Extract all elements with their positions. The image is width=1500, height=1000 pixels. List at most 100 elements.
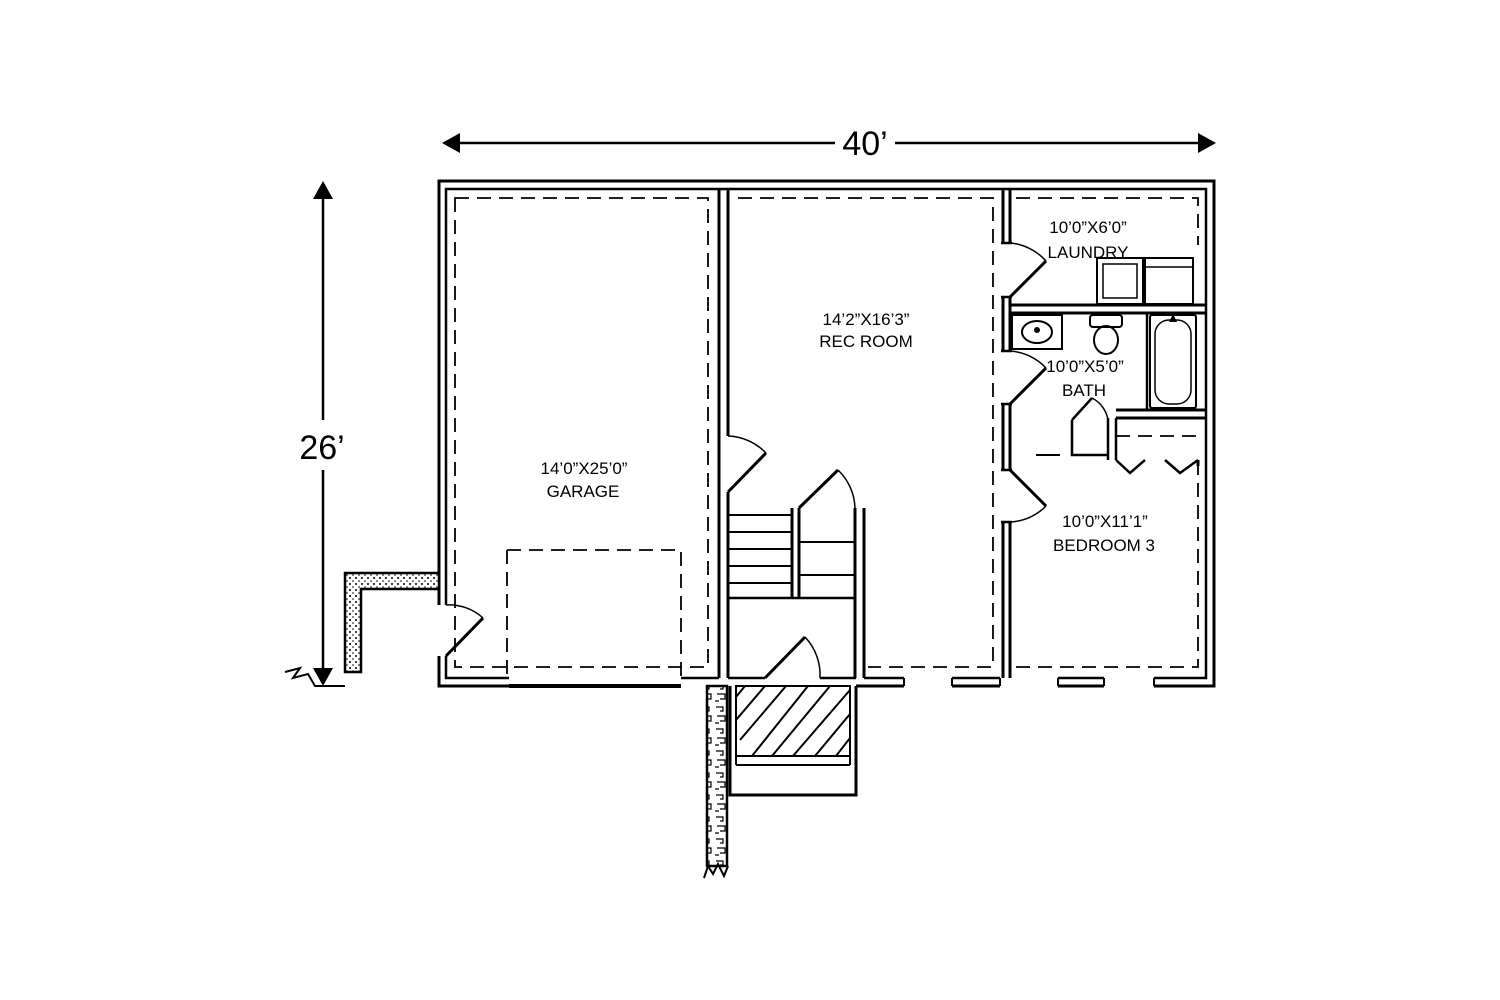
door-leaf: [1008, 366, 1048, 406]
hatch-line: [792, 689, 851, 757]
door-swing-arc: [1009, 350, 1047, 369]
bath-bedroom-wall: [1116, 408, 1206, 420]
door-leaf: [1008, 259, 1048, 299]
door-leaf: [444, 616, 485, 658]
stone-retaining-wall: [703, 684, 729, 879]
arrow-left-icon: [442, 133, 460, 153]
hatch-line: [814, 713, 851, 757]
bath-size-label: 10’0”X5’0”: [1046, 357, 1124, 376]
stair-landing-outer: [728, 686, 858, 797]
door-swing-arc: [445, 604, 484, 619]
stone-wall: [705, 684, 729, 868]
laundry-door: [1008, 242, 1048, 299]
stair-center-wall: [790, 508, 801, 598]
garage-dashed-outline: [454, 197, 709, 668]
garage-rec-door: [718, 435, 768, 494]
arrow-right-icon: [1198, 133, 1216, 153]
door-leaf: [797, 468, 840, 510]
door-leaf: [1008, 468, 1048, 508]
door-jamb-caps: [1001, 241, 1012, 524]
garage-side-door: [444, 604, 485, 658]
door-leaf: [763, 635, 807, 680]
tub-icon: [1149, 314, 1197, 409]
door-swing-arc: [837, 469, 856, 509]
bath-west-wall: [1001, 297, 1012, 351]
faucet-icon: [1034, 327, 1040, 333]
closet-bifold-doors: [1115, 458, 1199, 475]
door-swing-arc: [804, 636, 821, 679]
vanity-icon: [1011, 314, 1063, 350]
stair-treads: [728, 514, 855, 584]
bathtub: [1149, 314, 1197, 409]
porch-hatch: [735, 685, 851, 757]
rec-room-name-label: REC ROOM: [819, 332, 913, 351]
washer-icon: [1096, 257, 1144, 305]
depth-dimension: 26’: [299, 181, 345, 686]
exterior-walls: [437, 179, 1216, 797]
room-labels: 14’0”X25’0” GARAGE 14’2”X16’3” REC ROOM …: [541, 218, 1155, 555]
concrete-walk: [343, 571, 441, 674]
doors: [444, 242, 1199, 680]
car-outline: [506, 549, 682, 676]
bifold-door-right: [1164, 458, 1199, 475]
stair-door: [797, 468, 856, 510]
walkway: [284, 571, 441, 687]
arrow-up-icon: [313, 181, 333, 199]
tub-drain-icon: [1169, 314, 1177, 322]
garage-size-label: 14’0”X25’0”: [541, 459, 628, 478]
laundry-dashed-outline: [1016, 197, 1199, 245]
hatch-line: [835, 737, 851, 757]
bedroom-dashed-outline: [1016, 465, 1199, 668]
dryer-icon: [1144, 257, 1194, 305]
hatch-line: [739, 685, 787, 741]
fixtures: [1011, 257, 1197, 409]
rec-room-dashed-outline: [738, 197, 994, 668]
exterior-wall-outer: [437, 179, 1216, 688]
laundry-west-wall-top: [1001, 189, 1012, 243]
door-swing-arc: [727, 435, 767, 454]
window-jambs: [903, 678, 1155, 686]
hatch-line: [771, 685, 831, 757]
hall-west-wall: [1001, 404, 1012, 470]
door-leaf: [726, 451, 768, 494]
door-swing-arc: [1091, 397, 1109, 421]
hall-closet-walls: [1070, 418, 1118, 460]
entry-door: [763, 635, 821, 680]
garage-rec-wall: [717, 189, 730, 678]
door-swing-arc: [1009, 242, 1047, 262]
hatch-line: [735, 685, 746, 698]
dashed-room-outlines: [454, 197, 1199, 676]
tub-basin: [1154, 319, 1192, 405]
depth-label: 26’: [299, 429, 344, 467]
arrow-down-icon: [313, 668, 333, 686]
porch-outline: [735, 685, 851, 757]
laundry-size-label: 10’0”X6’0”: [1049, 218, 1127, 237]
rec-room-size-label: 14’2”X16’3”: [823, 310, 910, 329]
garage-name-label: GARAGE: [547, 482, 620, 501]
hatch-line: [751, 685, 809, 757]
bedroom3-size-label: 10’0”X11’1”: [1062, 512, 1148, 531]
door-leaf: [1071, 397, 1093, 421]
sink-vanity: [1011, 314, 1063, 350]
exterior-wall-inner: [444, 187, 1208, 680]
bedroom-west-wall: [1001, 522, 1012, 678]
hatch-line: [735, 685, 766, 721]
walk-break-icon: [284, 666, 345, 687]
break-line-icon: [703, 861, 729, 879]
washer-lid: [1102, 263, 1138, 299]
door-swing-arc: [1009, 505, 1047, 523]
bedroom3-name-label: BEDROOM 3: [1053, 536, 1155, 555]
toilet-bowl-icon: [1093, 325, 1119, 355]
bath-door: [1008, 350, 1048, 406]
bifold-door-left: [1115, 459, 1146, 475]
exterior-wall-inner-bottom: [444, 656, 719, 680]
toilet: [1089, 314, 1123, 355]
bath-name-label: BATH: [1062, 381, 1106, 400]
width-dimension: 40’: [442, 125, 1216, 163]
hall-closet-door: [1071, 397, 1109, 421]
laundry-name-label: LAUNDRY: [1048, 243, 1129, 262]
sink-icon: [1021, 320, 1053, 344]
laundry-bath-wall: [1010, 303, 1206, 315]
exterior-wall-outer-bottom-left: [437, 656, 509, 688]
